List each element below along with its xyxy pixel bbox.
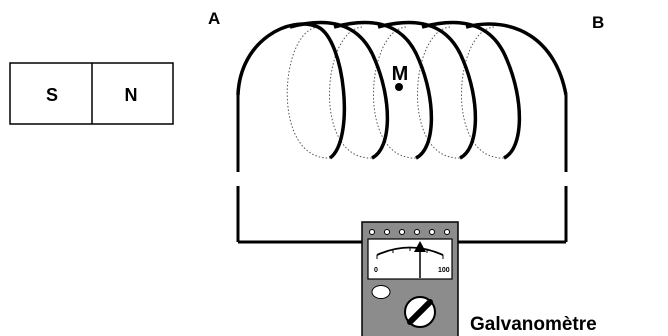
meter-knob-slot (407, 299, 433, 325)
terminal-stud (414, 229, 420, 235)
point-m: M (392, 63, 409, 91)
point-m-dot (395, 83, 403, 91)
circuit-wire (236, 95, 568, 244)
meter-needle-tip (414, 241, 426, 252)
meter-scale-ticks (376, 247, 444, 259)
bar-magnet: S N (9, 62, 174, 125)
coil-front-turn-2 (289, 20, 390, 160)
meter-scale-min: 0 (374, 267, 378, 274)
coil-back-turn-1 (286, 26, 331, 159)
galvanometer: 0 100 (361, 221, 459, 336)
meter-scale-max: 100 (438, 267, 450, 274)
terminal-stud (429, 229, 435, 235)
point-m-label: M (392, 63, 409, 85)
coil-back-turns (286, 26, 505, 159)
end-a-label: A (208, 9, 220, 28)
coil-front-turn-1 (236, 22, 347, 160)
galvanometer-label: Galvanomètre (470, 314, 597, 335)
coil-front-turn-5 (421, 20, 522, 160)
coil-back-turn-5 (461, 26, 505, 159)
magnet-south-pole: S (46, 85, 58, 105)
meter-indicator-lamp (371, 285, 391, 299)
coil-back-turn-4 (417, 26, 461, 159)
terminal-studs (369, 229, 450, 235)
terminal-stud (384, 229, 390, 235)
magnet-north-pole: N (125, 85, 138, 105)
coil-back-turn-3 (373, 26, 417, 159)
coil-front-turn-4 (377, 20, 478, 160)
terminal-stud (369, 229, 375, 235)
coil-front-turns (236, 20, 568, 160)
terminal-stud (399, 229, 405, 235)
coil-front-turn-6 (465, 22, 568, 96)
coil-back-turn-2 (329, 26, 373, 159)
coil-front-turn-3 (333, 20, 434, 160)
meter-dial-face (367, 238, 453, 280)
terminal-stud (444, 229, 450, 235)
end-b-label: B (592, 13, 604, 32)
